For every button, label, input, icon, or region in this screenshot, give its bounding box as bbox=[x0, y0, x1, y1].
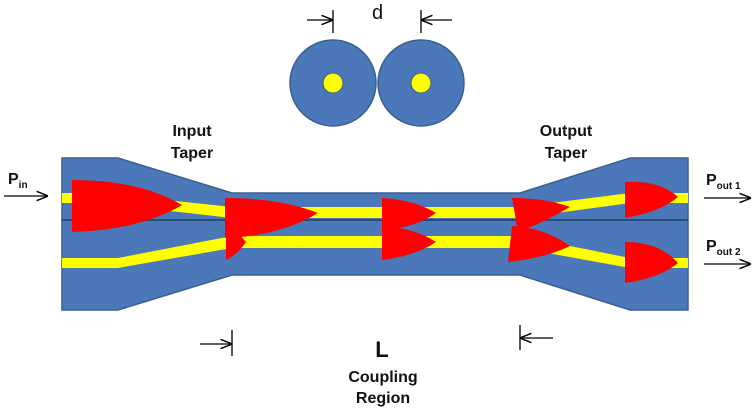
coupling-length-dimension bbox=[200, 325, 553, 356]
separation-dimension bbox=[307, 10, 452, 33]
fiber-cross-section-icon bbox=[289, 39, 465, 127]
pulse-upper-input bbox=[72, 180, 182, 232]
output-taper-label-line1: Output bbox=[540, 123, 593, 140]
coupling-region-label-line1: Coupling bbox=[348, 369, 417, 386]
fiber-core-right bbox=[410, 72, 432, 94]
pulse-lower-coupling-3 bbox=[508, 226, 570, 262]
coupling-length-label: L bbox=[375, 337, 388, 362]
pulse-upper-output bbox=[625, 181, 678, 218]
lower-fiber-body bbox=[61, 219, 689, 311]
input-taper-label-line2: Taper bbox=[171, 145, 213, 162]
p-out1-label: Pout 1 bbox=[706, 172, 741, 192]
fiber-core-left bbox=[322, 72, 344, 94]
pulse-upper-coupling-3 bbox=[512, 198, 570, 232]
pulse-upper-coupling-1 bbox=[225, 198, 318, 238]
pulse-lower-coupling-2 bbox=[382, 226, 436, 260]
separation-label: d bbox=[372, 2, 383, 24]
coupling-region-label-line2: Region bbox=[356, 390, 410, 407]
p-out2-label: Pout 2 bbox=[706, 238, 741, 258]
input-taper-label-line1: Input bbox=[172, 123, 212, 140]
optical-pulses bbox=[72, 180, 678, 283]
p-in-label: Pin bbox=[8, 171, 28, 191]
pulse-lower-output bbox=[625, 242, 678, 283]
pulse-upper-coupling-2 bbox=[382, 198, 436, 230]
output-taper-label-line2: Taper bbox=[545, 145, 587, 162]
pulse-lower-coupling-1 bbox=[226, 226, 246, 260]
